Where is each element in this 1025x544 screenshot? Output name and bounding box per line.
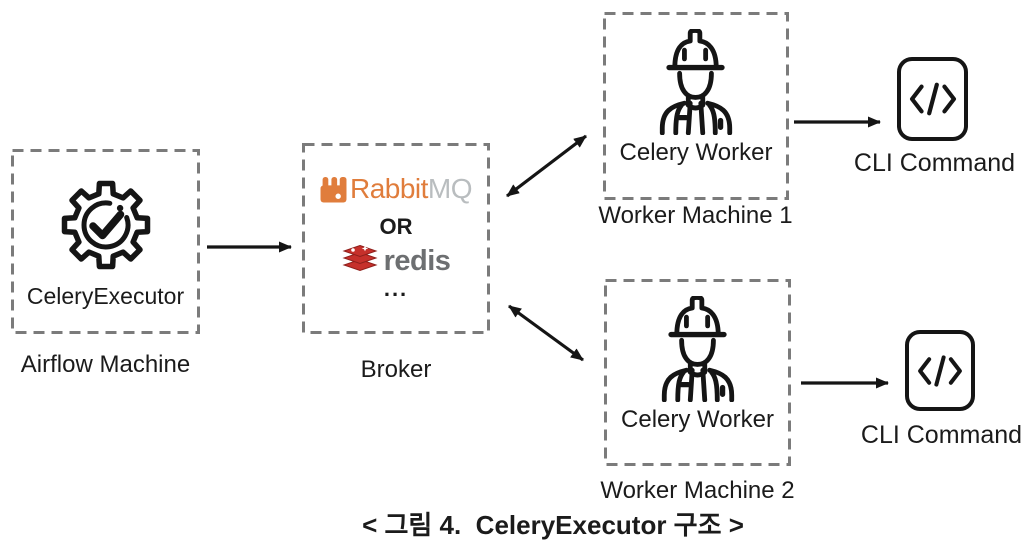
worker-machine-1-label: Worker Machine 1 xyxy=(598,202,793,229)
worker2-box-title: Celery Worker xyxy=(621,406,774,433)
worker-machine-2-box: Celery Worker xyxy=(604,279,791,466)
worker1-box-title: Celery Worker xyxy=(619,139,773,166)
rabbitmq-icon xyxy=(320,176,347,202)
cli-command-2-label: CLI Command xyxy=(860,421,1023,449)
airflow-box-title: CeleryExecutor xyxy=(26,283,185,309)
arrow-broker-worker1-two-way xyxy=(506,134,587,198)
worker-machine-1-box: Celery Worker xyxy=(603,12,789,200)
cli-command-1-label: CLI Command xyxy=(853,149,1016,177)
or-text: OR xyxy=(379,214,413,239)
rabbitmq-name: Rabbit xyxy=(349,173,428,204)
cli-command-1-box xyxy=(897,57,968,141)
dashed-border xyxy=(302,143,490,334)
code-icon xyxy=(918,354,962,387)
code-icon xyxy=(909,82,956,116)
broker-label: Broker xyxy=(360,356,432,383)
airflow-machine-box: CeleryExecutor xyxy=(11,149,200,334)
dashed-border xyxy=(11,149,200,334)
redis-name: redis xyxy=(383,245,451,277)
redis-logo: redis xyxy=(342,245,451,278)
construction-worker-icon xyxy=(661,296,734,402)
worker-machine-2-label: Worker Machine 2 xyxy=(600,477,795,504)
dashed-border xyxy=(604,279,791,466)
broker-more-text: ... xyxy=(383,276,409,301)
rabbitmq-suffix: MQ xyxy=(427,173,473,204)
gear-check-icon xyxy=(61,180,150,270)
figure-caption: < 그림 4. CeleryExecutor 구조 > xyxy=(362,510,744,540)
arrow-broker-worker2-two-way xyxy=(508,304,584,362)
airflow-machine-label: Airflow Machine xyxy=(20,351,191,378)
redis-icon xyxy=(342,245,378,272)
construction-worker-icon xyxy=(659,29,733,135)
dashed-border xyxy=(603,12,789,200)
cli-command-2-box xyxy=(905,330,975,411)
